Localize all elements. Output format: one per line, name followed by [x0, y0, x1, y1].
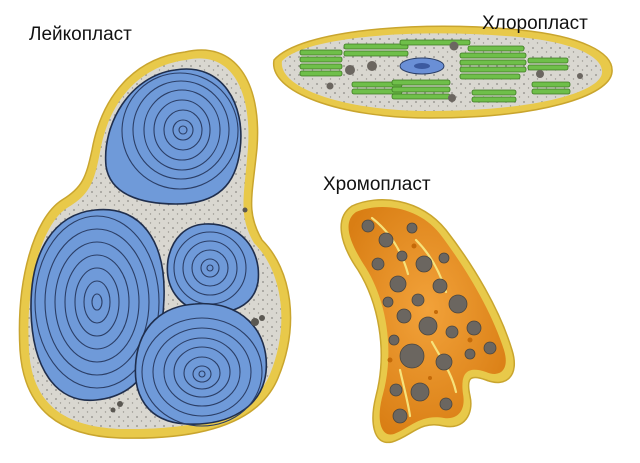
leucoplast-label: Лейкопласт: [29, 24, 132, 46]
chloroplast-label: Хлоропласт: [482, 13, 588, 35]
starch-grain: [135, 304, 266, 426]
chloroplast: [274, 26, 612, 118]
chromoplast-label: Хромопласт: [323, 174, 431, 196]
chromoplast: [341, 200, 514, 443]
leucoplast: [19, 50, 290, 438]
